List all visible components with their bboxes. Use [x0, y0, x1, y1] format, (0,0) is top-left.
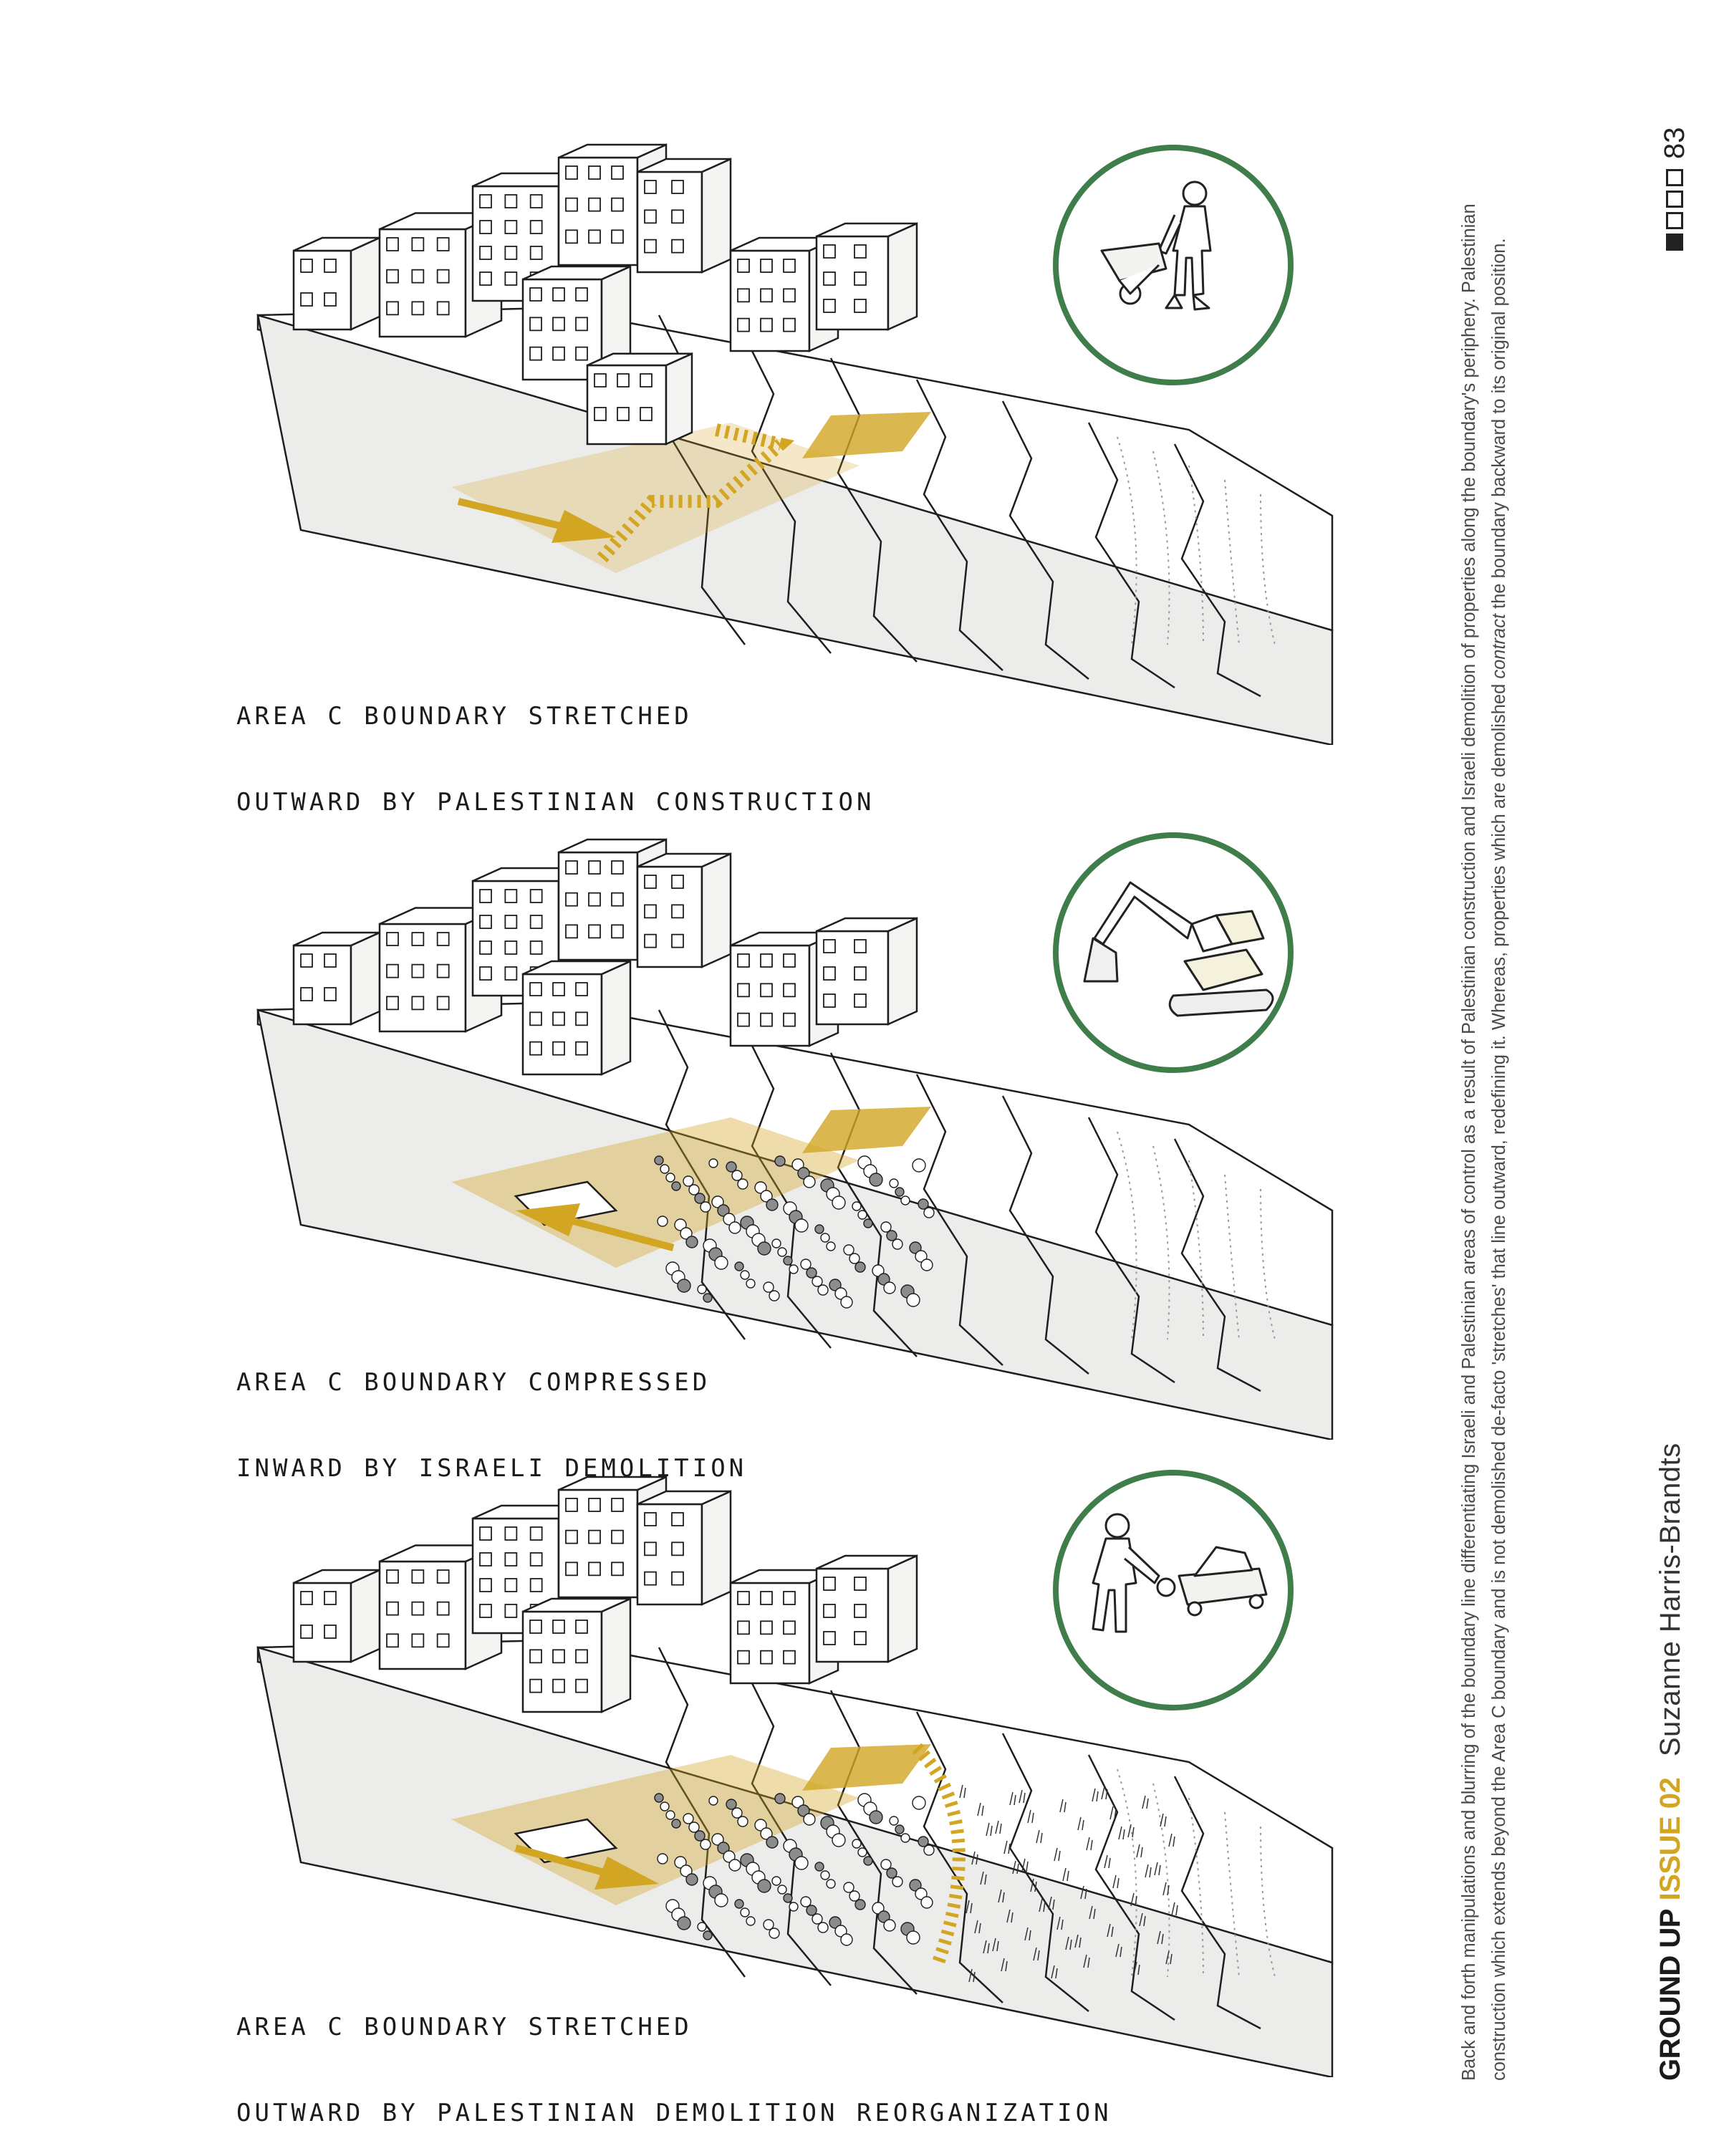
page-square-icon	[1666, 212, 1684, 229]
worker-cart-rubble-icon	[1053, 1470, 1294, 1710]
worker-wheelbarrow-icon	[1053, 145, 1294, 385]
isometric-terrain-diagram	[256, 1476, 1334, 2077]
page-square-icon	[1666, 191, 1684, 208]
author-name: Suzanne Harris-Brandts	[1655, 1443, 1686, 1757]
isometric-terrain-diagram	[256, 838, 1334, 1440]
isometric-terrain-diagram	[256, 143, 1334, 745]
diagram-panel-3	[215, 1461, 1375, 2077]
page-indicator: 83	[1657, 127, 1691, 251]
issue-label: ISSUE 02	[1655, 1777, 1686, 1901]
page-square-icon	[1666, 169, 1684, 186]
description-text: Back and forth manipulations and blurrin…	[1459, 203, 1509, 2081]
page-square-icon	[1666, 234, 1684, 251]
brand-name: GROUND UP	[1655, 1909, 1686, 2081]
excavator-icon	[1053, 832, 1294, 1073]
caption-3: AREA C BOUNDARY STRETCHED OUTWARD BY PAL…	[236, 2013, 1112, 2127]
page-number: 83	[1658, 127, 1690, 160]
diagram-panel-1	[215, 129, 1375, 745]
caption-2: AREA C BOUNDARY COMPRESSED INWARD BY ISR…	[236, 1368, 748, 1483]
sidebar: Back and forth manipulations and blurrin…	[1454, 100, 1698, 2082]
caption-1: AREA C BOUNDARY STRETCHED OUTWARD BY PAL…	[236, 702, 875, 817]
publication-credit: GROUND UP ISSUE 02 Suzanne Harris-Brandt…	[1655, 1443, 1687, 2081]
diagram-panel-2	[215, 824, 1375, 1440]
